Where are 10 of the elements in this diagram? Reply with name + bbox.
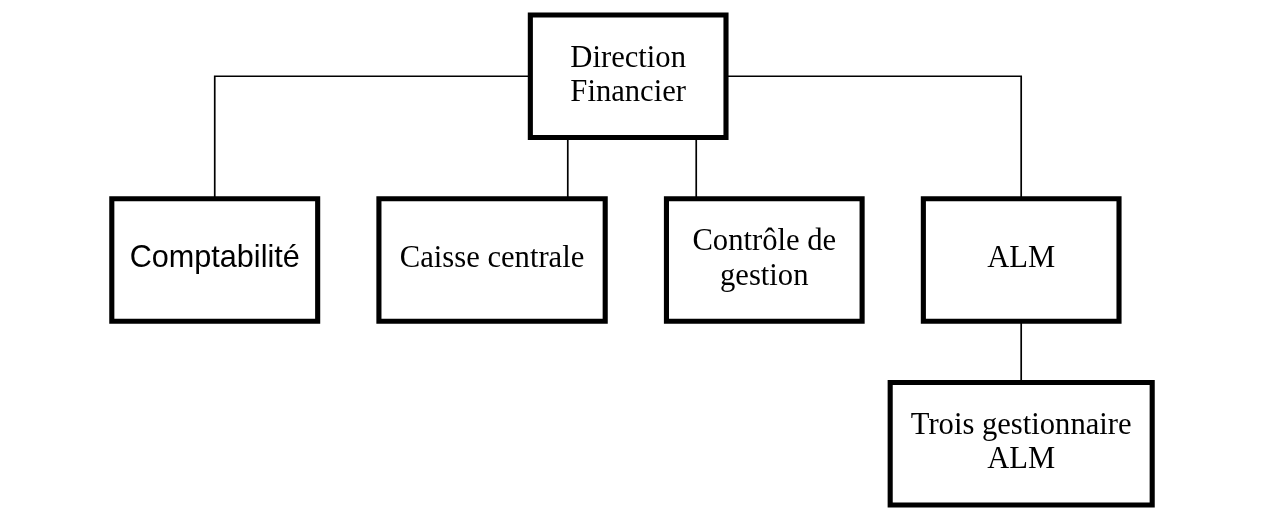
node-box: Caisse centrale bbox=[376, 196, 608, 324]
node-box: ALM bbox=[920, 196, 1122, 324]
node-box: Direction Financier bbox=[527, 12, 729, 141]
connector bbox=[1020, 320, 1023, 383]
node-box: Trois gestionnaire ALM bbox=[887, 379, 1155, 508]
node-box: Comptabilité bbox=[109, 196, 321, 324]
connector bbox=[566, 137, 569, 199]
connector bbox=[695, 137, 698, 199]
node-box: Contrôle de gestion bbox=[663, 196, 865, 324]
connector bbox=[725, 75, 1023, 200]
